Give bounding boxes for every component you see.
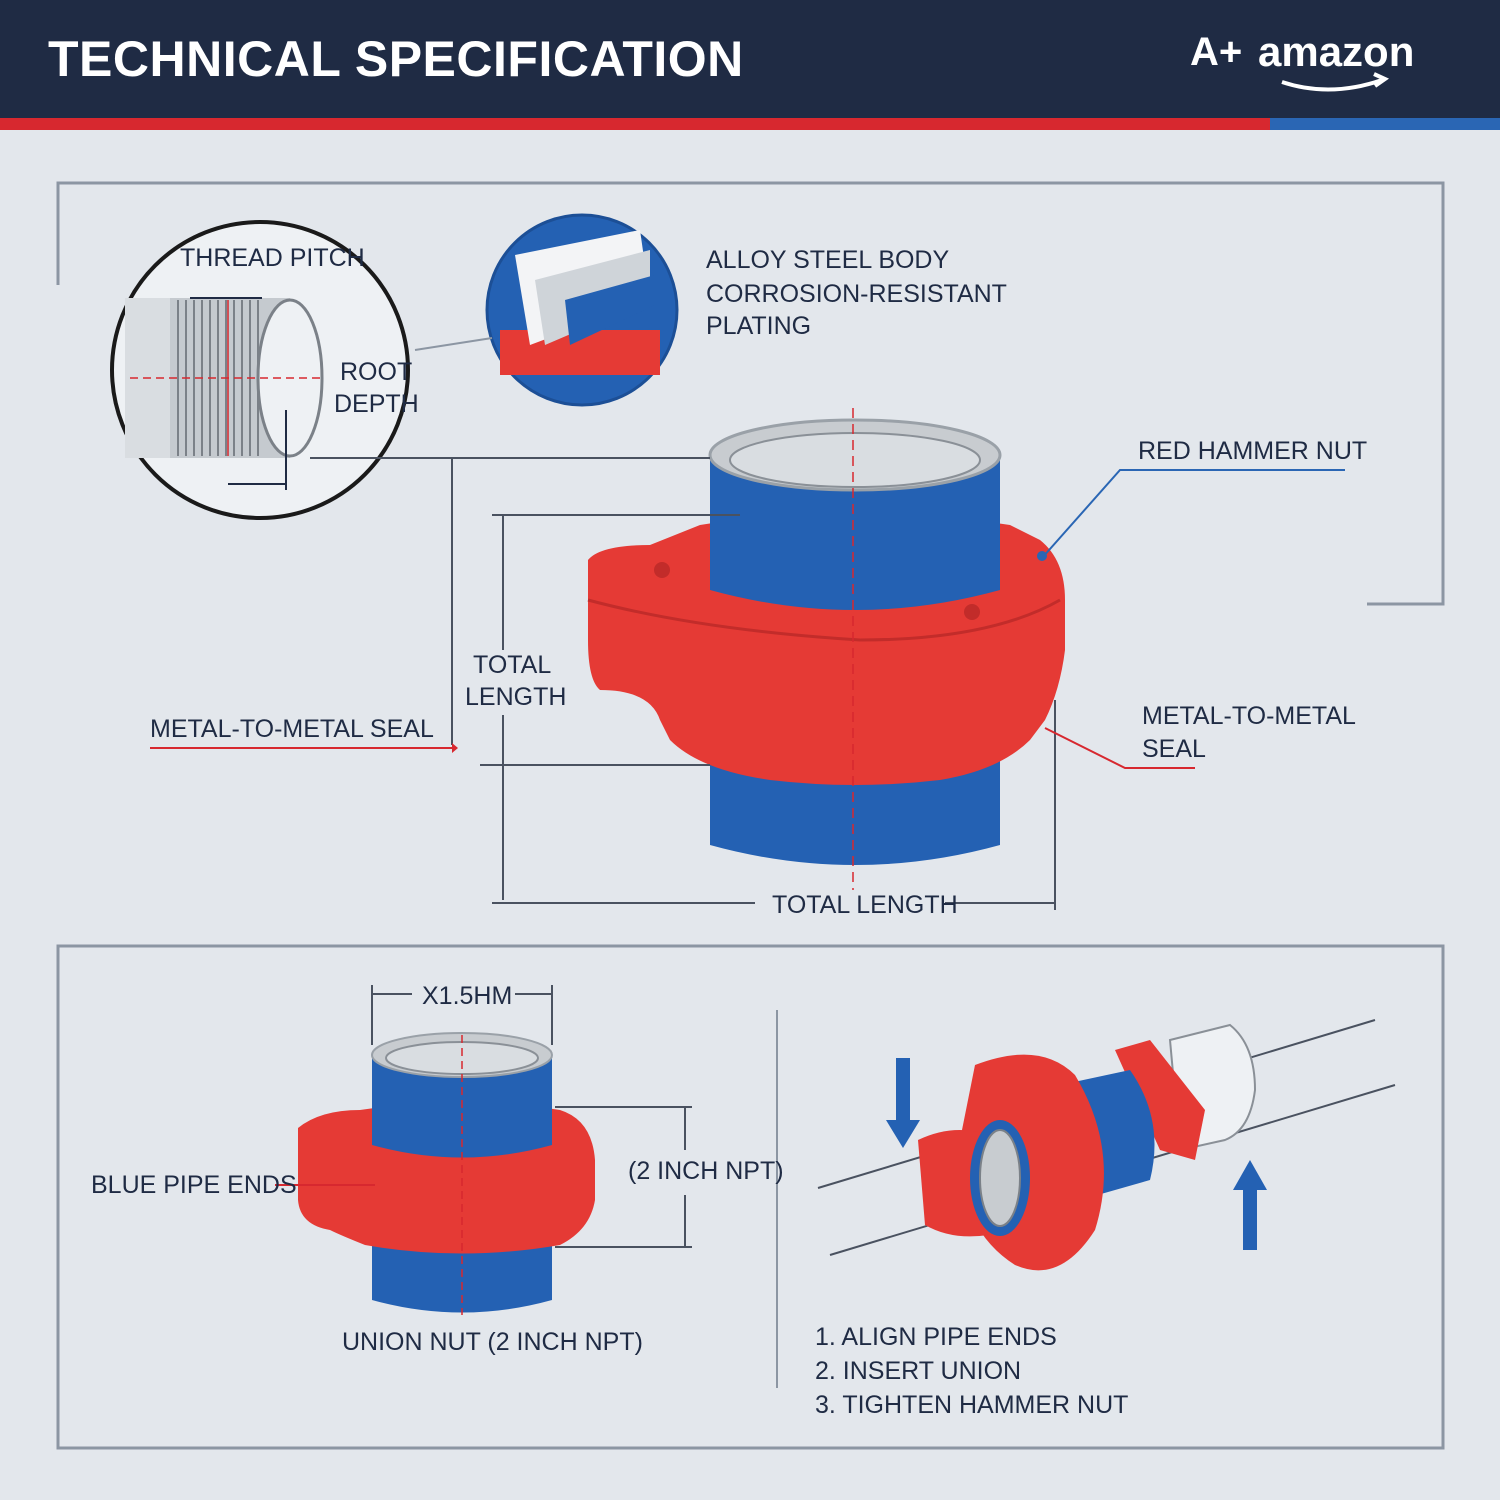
accent-stripe-red — [0, 118, 1270, 130]
material-line2: CORROSION-RESISTANT — [706, 280, 1007, 308]
blue-pipe-ends-label: BLUE PIPE ENDS — [91, 1171, 297, 1199]
amazon-smile-icon — [1281, 72, 1390, 92]
amazon-logo: A+ amazon — [1190, 22, 1440, 97]
seal-right-label-line1: METAL-TO-METAL — [1142, 702, 1356, 730]
step-1: 1. ALIGN PIPE ENDS — [815, 1323, 1057, 1351]
arrow-down-icon — [886, 1058, 920, 1148]
seal-right-label-line2: SEAL — [1142, 735, 1206, 763]
top-dimension-lines — [310, 457, 1056, 910]
union-nut-drawing — [298, 1032, 595, 1315]
material-line1: ALLOY STEEL BODY — [706, 246, 950, 274]
total-length-horizontal: TOTAL LENGTH — [772, 891, 958, 919]
root-depth-label-line1: ROOT — [340, 358, 413, 386]
material-line3: PLATING — [706, 312, 812, 340]
logo-prefix: A+ — [1190, 30, 1243, 74]
hammer-union-fitting — [587, 408, 1065, 890]
thread-detail-inset — [110, 220, 410, 520]
red-hammer-nut-label: RED HAMMER NUT — [1138, 437, 1368, 465]
logo-word: amazon — [1258, 28, 1415, 75]
arrow-up-icon — [1233, 1160, 1267, 1250]
top-panel-frame — [56, 181, 1445, 606]
page-title: TECHNICAL SPECIFICATION — [48, 31, 744, 87]
union-nut-label: UNION NUT (2 INCH NPT) — [342, 1328, 643, 1356]
bottom-panel-frame — [56, 944, 1445, 1450]
dimension-side-label: (2 INCH NPT) — [628, 1157, 784, 1185]
total-length-vertical-line2: LENGTH — [465, 683, 567, 711]
seal-left-label: METAL-TO-METAL SEAL — [150, 715, 434, 743]
accent-stripe-blue — [1270, 118, 1500, 130]
step-2: 2. INSERT UNION — [815, 1357, 1022, 1385]
step-3: 3. TIGHTEN HAMMER NUT — [815, 1391, 1129, 1419]
dimension-top-label: X1.5HM — [422, 982, 513, 1010]
assembly-illustration — [817, 1019, 1396, 1271]
material-inset — [414, 213, 679, 407]
bottom-dimension-lines — [371, 985, 692, 1248]
total-length-vertical-line1: TOTAL — [473, 651, 552, 679]
thread-pitch-label: THREAD PITCH — [180, 244, 365, 272]
root-depth-label-line2: DEPTH — [334, 390, 419, 418]
header-bar: TECHNICAL SPECIFICATION A+ amazon — [0, 0, 1500, 118]
